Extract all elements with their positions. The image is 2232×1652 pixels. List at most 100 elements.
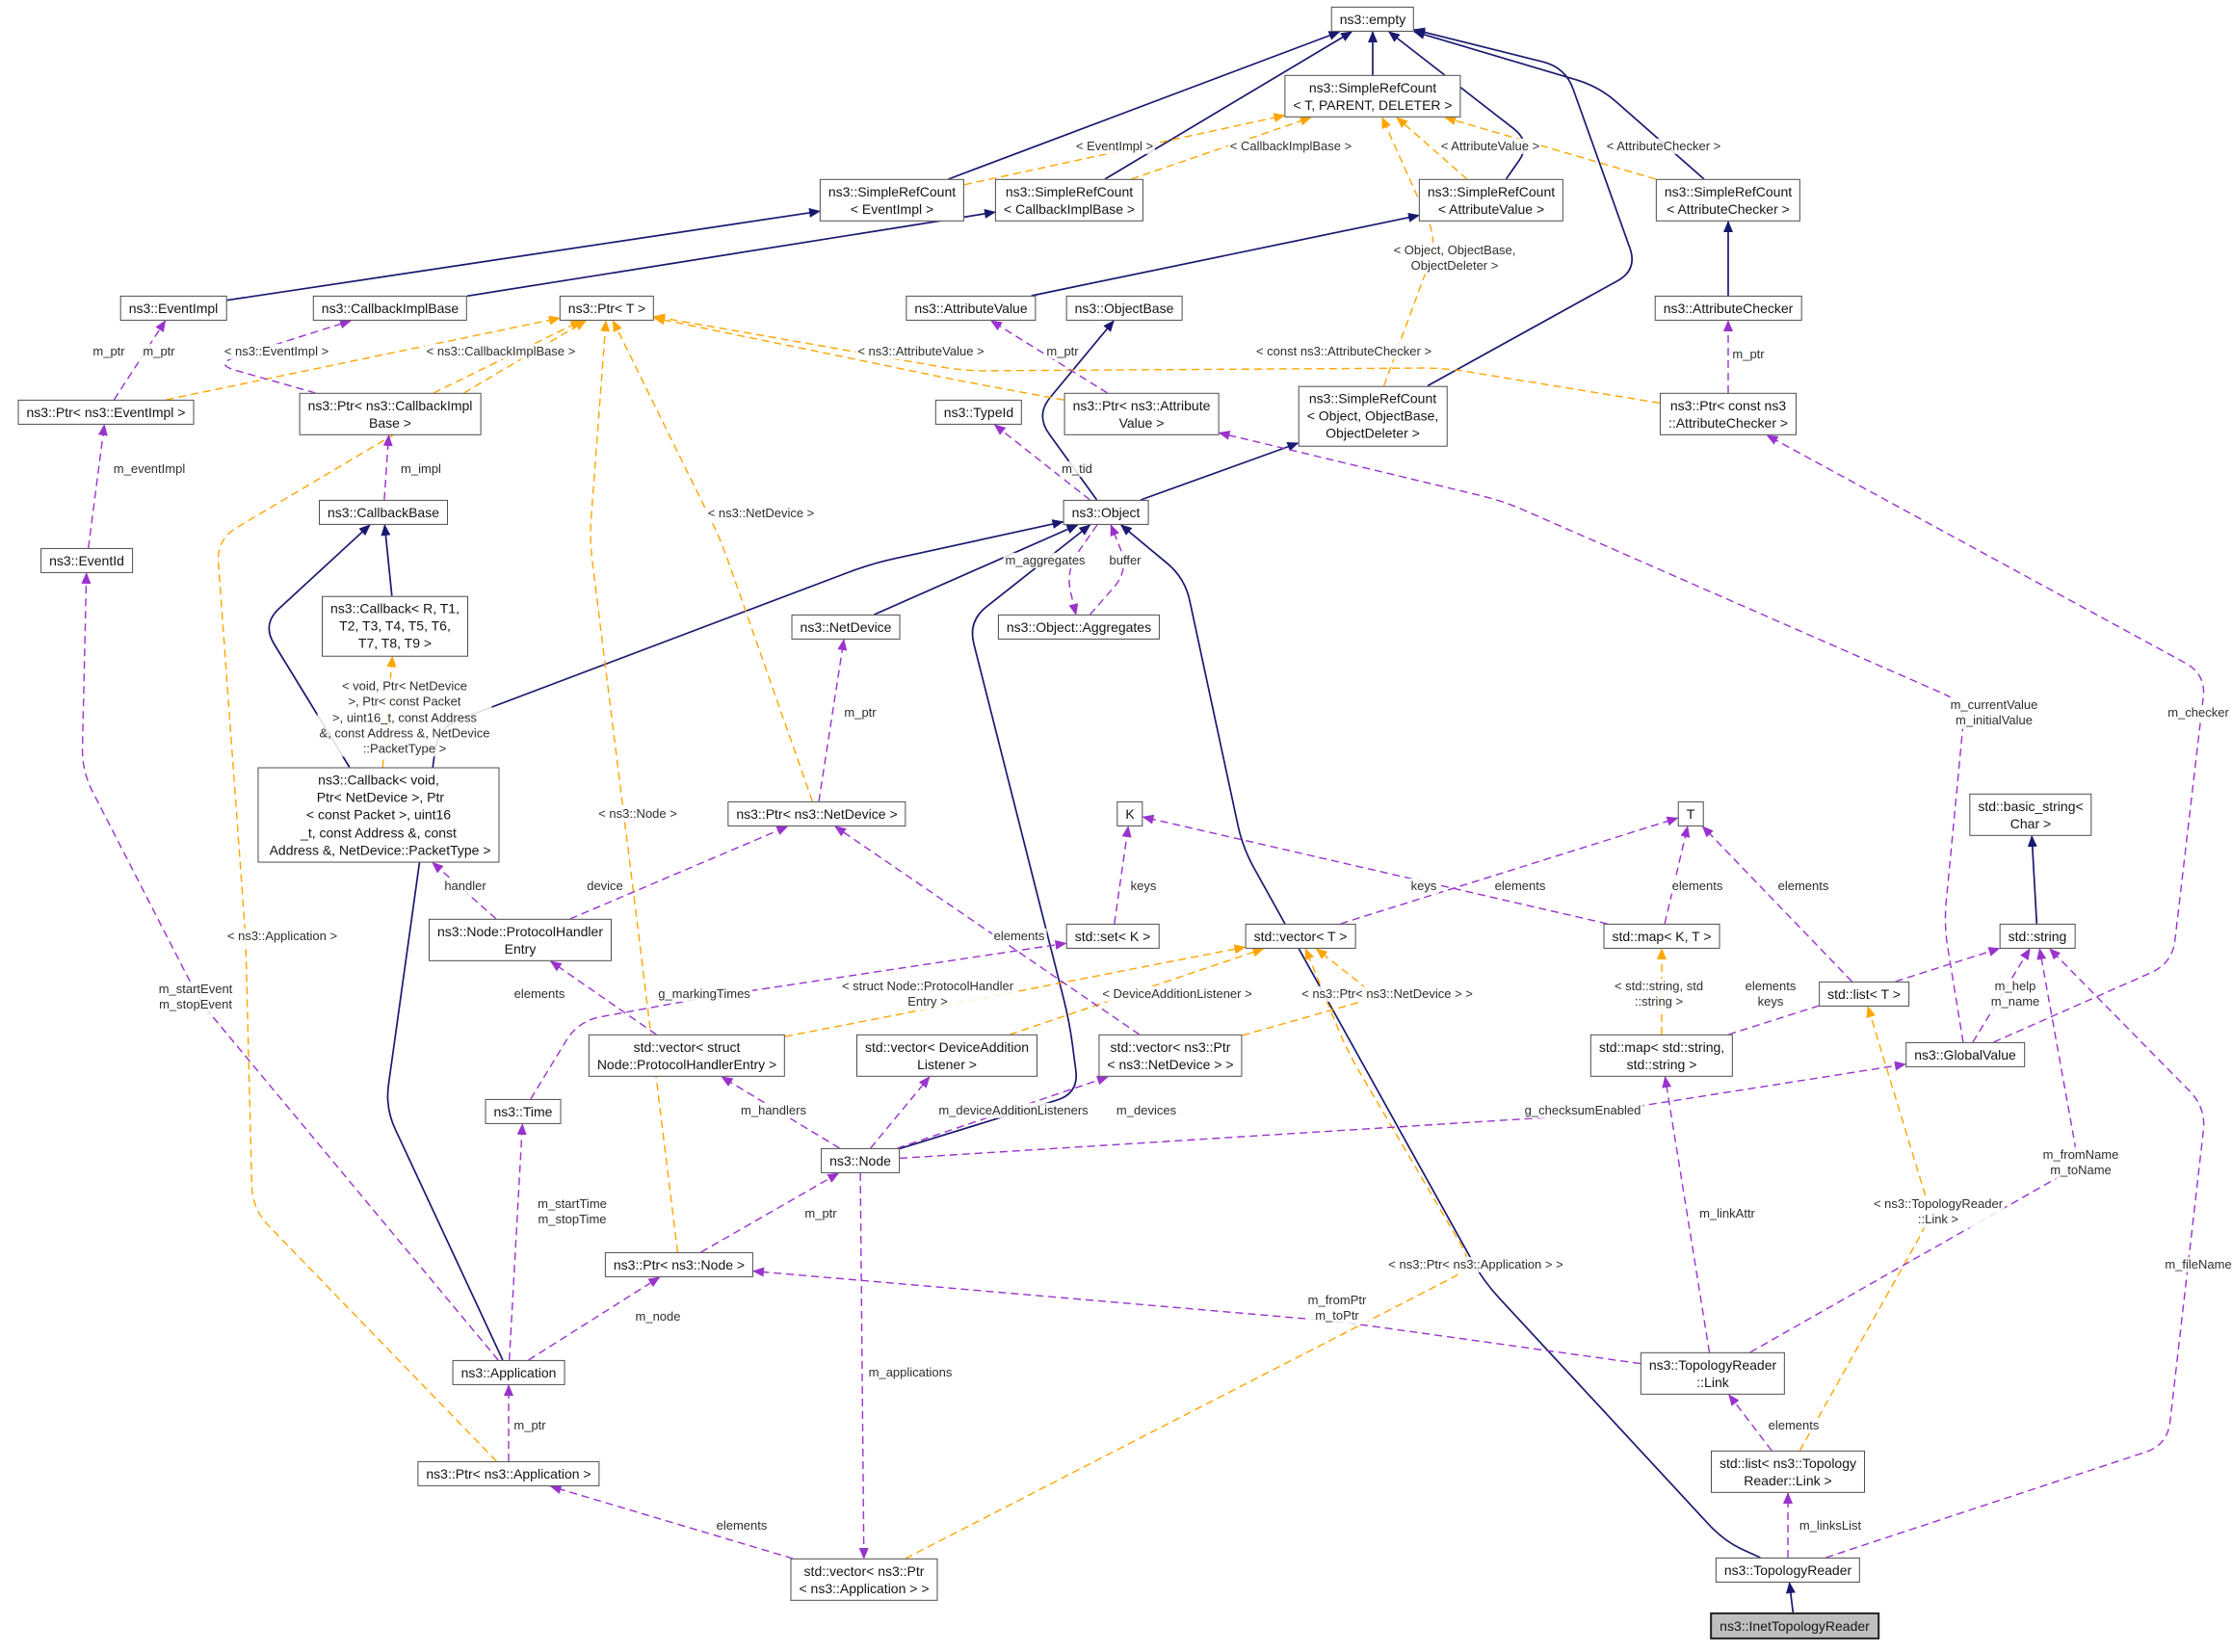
edge-label-vector-dal--vector-t: < DeviceAdditionListener > (1100, 985, 1254, 1003)
class-vector-ptr-nd[interactable]: std::vector< ns3::Ptr < ns3::NetDevice >… (1098, 1034, 1243, 1078)
edge-label-vector-ptr-app--vector-t: < ns3::Ptr< ns3::Application > > (1386, 1256, 1565, 1273)
edge-usage-eventid--ptr-eventimpl (88, 424, 108, 549)
edge-usage-object--aggregates (1068, 524, 1098, 616)
edge-label-ptr-node--ptr-t: < ns3::Node > (596, 805, 679, 823)
class-ptr-av[interactable]: ns3::Ptr< ns3::Attribute Value > (1063, 392, 1220, 436)
edge-inheritance-inettopologyreader--topologyreader (1785, 1582, 1796, 1613)
edge-label-application--ptr-node: m_node (633, 1308, 683, 1325)
class-callback-void[interactable]: ns3::Callback< void, Ptr< NetDevice >, P… (257, 767, 500, 863)
class-topologyreader[interactable]: ns3::TopologyReader (1715, 1557, 1861, 1584)
edge-label-map-kt--k: keys (1408, 878, 1439, 895)
class-typeid[interactable]: ns3::TypeId (934, 399, 1023, 426)
class-ac[interactable]: ns3::AttributeChecker (1654, 295, 1802, 322)
class-k[interactable]: K (1116, 800, 1143, 827)
edge-label-ptr-node--node: m_ptr (802, 1205, 839, 1222)
edge-usage-globalvalue--ptr-av (1218, 431, 1964, 1043)
class-ptr-netdevice[interactable]: ns3::Ptr< ns3::NetDevice > (727, 800, 906, 827)
class-ptr-t[interactable]: ns3::Ptr< T > (559, 295, 655, 322)
edge-label-link--map-ss: m_linkAttr (1697, 1205, 1757, 1222)
class-phe[interactable]: ns3::Node::ProtocolHandler Entry (429, 918, 612, 962)
class-string[interactable]: std::string (1999, 923, 2076, 950)
class-vector-dal[interactable]: std::vector< DeviceAddition Listener > (855, 1034, 1038, 1078)
edge-inheritance-topologyreader--object (1119, 524, 1761, 1559)
edge-usage-callbackbase--ptr-cib (382, 434, 393, 501)
edge-label-vector-ptr-nd--ptr-netdevice: elements (991, 928, 1047, 945)
edge-label-node--vector-dal: m_deviceAdditionListeners (936, 1102, 1090, 1119)
class-node[interactable]: ns3::Node (821, 1147, 900, 1174)
class-objectbase[interactable]: ns3::ObjectBase (1065, 295, 1183, 322)
class-src-av[interactable]: ns3::SimpleRefCount < AttributeValue > (1418, 178, 1564, 223)
class-t[interactable]: T (1677, 800, 1704, 827)
edge-label-ptr-app--ptr-t: < ns3::Application > (224, 928, 340, 945)
edge-label-src-cib--src-t: < CallbackImplBase > (1227, 138, 1354, 155)
edge-label-set-k--k: keys (1128, 878, 1159, 895)
edge-inheritance-src-object--empty (1413, 27, 1633, 387)
edge-usage-application--ptr-node (528, 1276, 661, 1361)
class-netdevice[interactable]: ns3::NetDevice (791, 614, 901, 641)
class-aggregates[interactable]: ns3::Object::Aggregates (997, 614, 1161, 641)
edge-template-ptr-av--ptr-t (653, 315, 1064, 401)
class-ptr-eventimpl[interactable]: ns3::Ptr< ns3::EventImpl > (17, 399, 195, 426)
edge-template-src-cib--src-t (1130, 116, 1312, 180)
class-src-object[interactable]: ns3::SimpleRefCount < Object, ObjectBase… (1298, 385, 1448, 447)
edge-inheritance-string--basic-string (2027, 835, 2038, 925)
class-empty[interactable]: ns3::empty (1330, 6, 1415, 33)
edge-label-ptr-app--application: m_ptr (512, 1417, 548, 1434)
edge-label-node--globalvalue: g_checksumEnabled (1522, 1102, 1643, 1119)
edge-label-application--eventid: m_startEvent m_stopEvent (156, 981, 235, 1013)
class-src-t[interactable]: ns3::SimpleRefCount < T, PARENT, DELETER… (1284, 74, 1461, 118)
edge-label-list-t--t: elements (1775, 878, 1831, 895)
edge-label-link--ptr-node: m_fromPtr m_toPtr (1305, 1292, 1369, 1324)
class-eventimpl[interactable]: ns3::EventImpl (119, 295, 227, 322)
edge-usage-node--vector-dal (870, 1076, 931, 1149)
edge-label-globalvalue--ptr-av: m_currentValue m_initialValue (1948, 696, 2040, 729)
edge-usage-list-link--link (1728, 1394, 1772, 1452)
class-callback-r[interactable]: ns3::Callback< R, T1, T2, T3, T4, T5, T6… (322, 595, 468, 657)
class-vector-ptr-app[interactable]: std::vector< ns3::Ptr < ns3::Application… (790, 1558, 938, 1602)
edge-label-object--aggregates: m_aggregates (1003, 552, 1088, 569)
class-object[interactable]: ns3::Object (1063, 499, 1149, 526)
class-vector-phe[interactable]: std::vector< struct Node::ProtocolHandle… (588, 1034, 786, 1078)
edge-label-vector-ptr-app--ptr-app: elements (714, 1517, 770, 1534)
edge-usage-vector-ptr-nd--ptr-netdevice (834, 826, 1141, 1036)
edge-label-src-ac--src-t: < AttributeChecker > (1604, 138, 1723, 155)
edge-label-map-ss--map-kt: < std::string, std ::string > (1612, 978, 1706, 1010)
class-cib[interactable]: ns3::CallbackImplBase (312, 295, 468, 322)
class-time[interactable]: ns3::Time (485, 1098, 562, 1125)
class-globalvalue[interactable]: ns3::GlobalValue (1905, 1041, 2025, 1068)
edge-label-link--string: m_fromName m_toName (2040, 1146, 2121, 1179)
edge-inheritance-eventimpl--src-eventimpl (226, 207, 821, 302)
class-basic-string[interactable]: std::basic_string< Char > (1969, 793, 2092, 837)
edge-inheritance-src-ac--empty (1413, 30, 1705, 180)
edge-usage-object--typeid (993, 424, 1090, 501)
edge-label-eventid--ptr-eventimpl: m_eventImpl (111, 460, 188, 478)
edge-label-ptr-cib--cib: m_ptr (141, 343, 177, 360)
edge-usage-vector-t--t (1340, 816, 1679, 925)
class-eventid[interactable]: ns3::EventId (40, 547, 133, 574)
class-callbackbase[interactable]: ns3::CallbackBase (319, 499, 448, 526)
class-ptr-cac[interactable]: ns3::Ptr< const ns3 ::AttributeChecker > (1659, 392, 1798, 436)
edge-usage-topologyreader--string (1825, 948, 2205, 1559)
class-list-t[interactable]: std::list< T > (1819, 981, 1909, 1008)
class-src-ac[interactable]: ns3::SimpleRefCount < AttributeChecker > (1655, 178, 1801, 223)
edge-usage-map-kt--k (1142, 814, 1608, 925)
edge-usage-ptr-cib--cib (223, 319, 352, 394)
class-list-link[interactable]: std::list< ns3::Topology Reader::Link > (1710, 1450, 1866, 1494)
edge-label-vector-phe--phe: elements (512, 985, 567, 1003)
class-map-ss[interactable]: std::map< std::string, std::string > (1589, 1034, 1734, 1078)
class-src-eventimpl[interactable]: ns3::SimpleRefCount < EventImpl > (819, 178, 965, 223)
class-ptr-cib[interactable]: ns3::Ptr< ns3::CallbackImpl Base > (299, 392, 482, 436)
class-map-kt[interactable]: std::map< K, T > (1603, 923, 1720, 950)
class-application[interactable]: ns3::Application (452, 1359, 565, 1386)
class-ptr-node[interactable]: ns3::Ptr< ns3::Node > (604, 1251, 754, 1278)
edge-label-application--time: m_startTime m_stopTime (536, 1195, 609, 1228)
class-ptr-app[interactable]: ns3::Ptr< ns3::Application > (417, 1460, 600, 1487)
edge-usage-globalvalue--ptr-cac (1766, 434, 2205, 1043)
class-av[interactable]: ns3::AttributeValue (906, 295, 1037, 322)
class-link[interactable]: ns3::TopologyReader ::Link (1640, 1351, 1786, 1396)
class-src-cib[interactable]: ns3::SimpleRefCount < CallbackImplBase > (994, 178, 1144, 223)
edge-label-phe--ptr-netdevice: device (585, 878, 625, 895)
class-set-k[interactable]: std::set< K > (1065, 923, 1160, 950)
class-vector-t[interactable]: std::vector< T > (1245, 923, 1356, 950)
